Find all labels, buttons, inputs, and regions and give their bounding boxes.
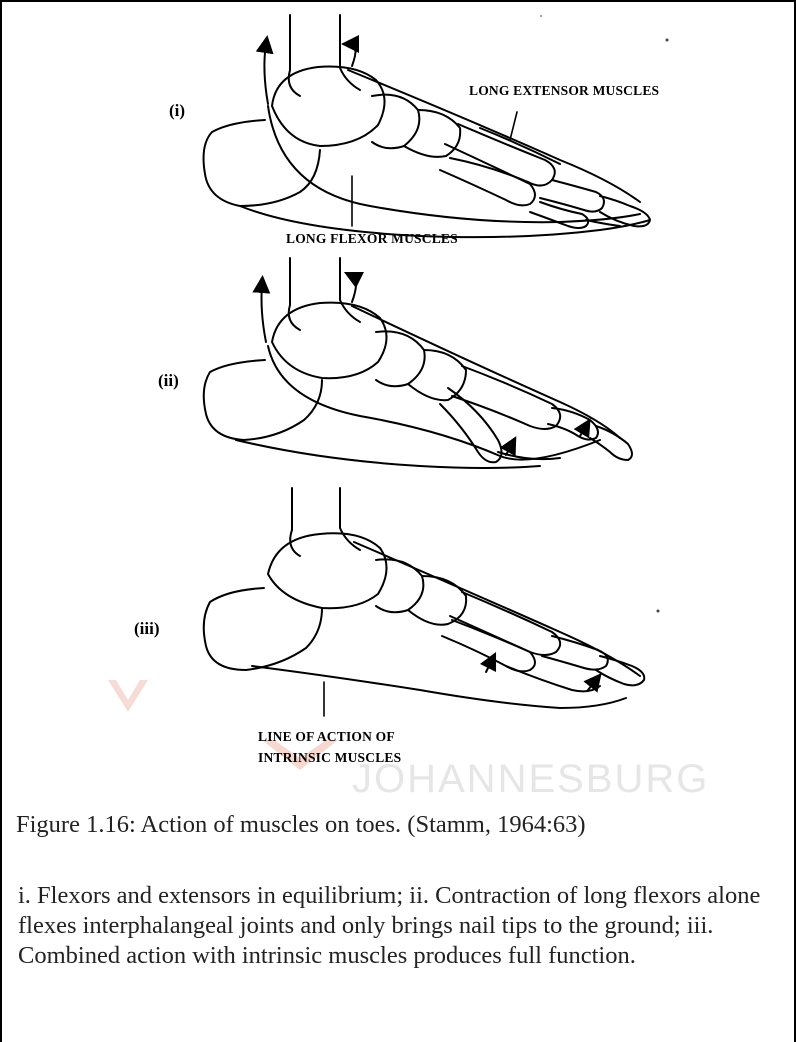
intrinsic-label-line2: INTRINSIC MUSCLES: [258, 750, 401, 765]
scan-speck: [657, 610, 660, 613]
foot-muscle-figure: JOHANNESBURG (i) LONG EXTENSOR MU: [0, 0, 796, 800]
intrinsic-label-line1: LINE OF ACTION OF: [258, 729, 395, 744]
long-extensor-label: LONG EXTENSOR MUSCLES: [469, 83, 659, 98]
figure-caption: Figure 1.16: Action of muscles on toes. …: [16, 811, 586, 839]
foot-panel-3: [204, 488, 645, 716]
figure-note: i. Flexors and extensors in equilibrium;…: [18, 881, 788, 971]
long-flexor-label: LONG FLEXOR MUSCLES: [286, 231, 458, 246]
foot-panel-1: [204, 15, 650, 237]
foot-panel-2: [204, 258, 632, 468]
panel-label-iii: (iii): [134, 619, 160, 638]
svg-text:JOHANNESBURG: JOHANNESBURG: [352, 757, 709, 800]
university-watermark: JOHANNESBURG: [108, 680, 709, 800]
panel-label-i: (i): [169, 101, 185, 120]
scan-speck: [540, 15, 542, 17]
scan-speck: [666, 39, 669, 42]
panel-label-ii: (ii): [158, 371, 179, 390]
